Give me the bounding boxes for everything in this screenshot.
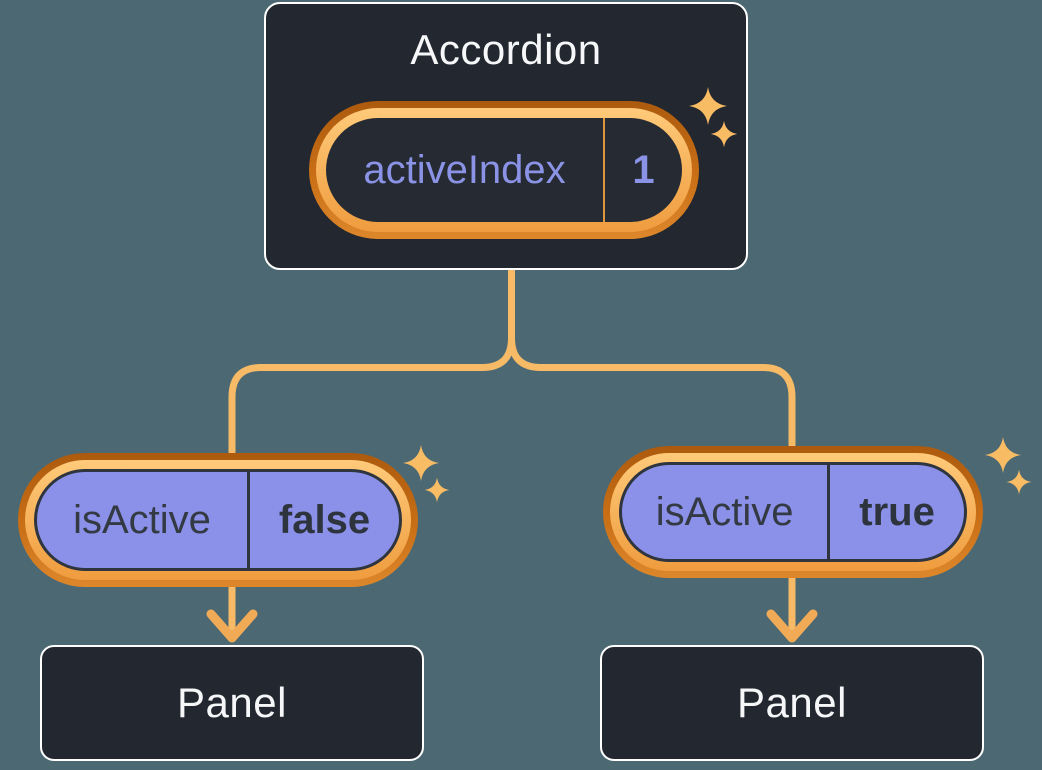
is-active-pill-left: isActive false: [18, 453, 418, 587]
sparkle-icon: [689, 87, 727, 125]
active-index-label: activeIndex: [363, 147, 566, 192]
sparkle-group: [688, 86, 744, 152]
down-arrow-icon: [206, 609, 258, 643]
pill-divider: [827, 465, 831, 559]
sparkle-icon: [984, 436, 1022, 474]
active-index-pill: activeIndex 1: [309, 101, 699, 239]
sparkle-group: [984, 436, 1036, 498]
pill-divider: [603, 118, 605, 222]
accordion-title: Accordion: [410, 26, 602, 73]
pill-body: activeIndex 1: [326, 118, 682, 222]
sparkle-icon: [402, 444, 440, 482]
pill-ring-inner: activeIndex 1: [316, 108, 692, 232]
is-active-label: isActive: [655, 489, 794, 534]
is-active-pill-right: isActive true: [603, 446, 983, 578]
is-active-value: true: [859, 489, 935, 534]
pill-ring-inner: isActive true: [610, 453, 976, 571]
sparkle-icon: [710, 120, 738, 148]
pill-divider: [246, 472, 250, 568]
sparkle-group: [402, 444, 454, 506]
panel-box-left: Panel: [40, 645, 424, 761]
pill-ring-inner: isActive false: [25, 460, 411, 580]
down-arrow-icon: [766, 609, 818, 643]
panel-label: Panel: [177, 679, 287, 726]
accordion-box: Accordion activeIndex 1: [264, 2, 748, 270]
is-active-value: false: [278, 497, 371, 542]
sparkle-icon: [1006, 469, 1032, 495]
pill-ring-outer: activeIndex 1: [309, 101, 699, 239]
pill-ring-outer: isActive true: [603, 446, 983, 578]
panel-box-right: Panel: [600, 645, 984, 761]
active-index-value: 1: [632, 147, 655, 192]
connector-right-branch: [508, 267, 796, 637]
pill-body: isActive true: [619, 462, 967, 562]
is-active-label: isActive: [73, 497, 211, 542]
pill-body: isActive false: [34, 469, 402, 571]
pill-ring-outer: isActive false: [18, 453, 418, 587]
sparkle-icon: [424, 477, 450, 503]
panel-label: Panel: [737, 679, 847, 726]
